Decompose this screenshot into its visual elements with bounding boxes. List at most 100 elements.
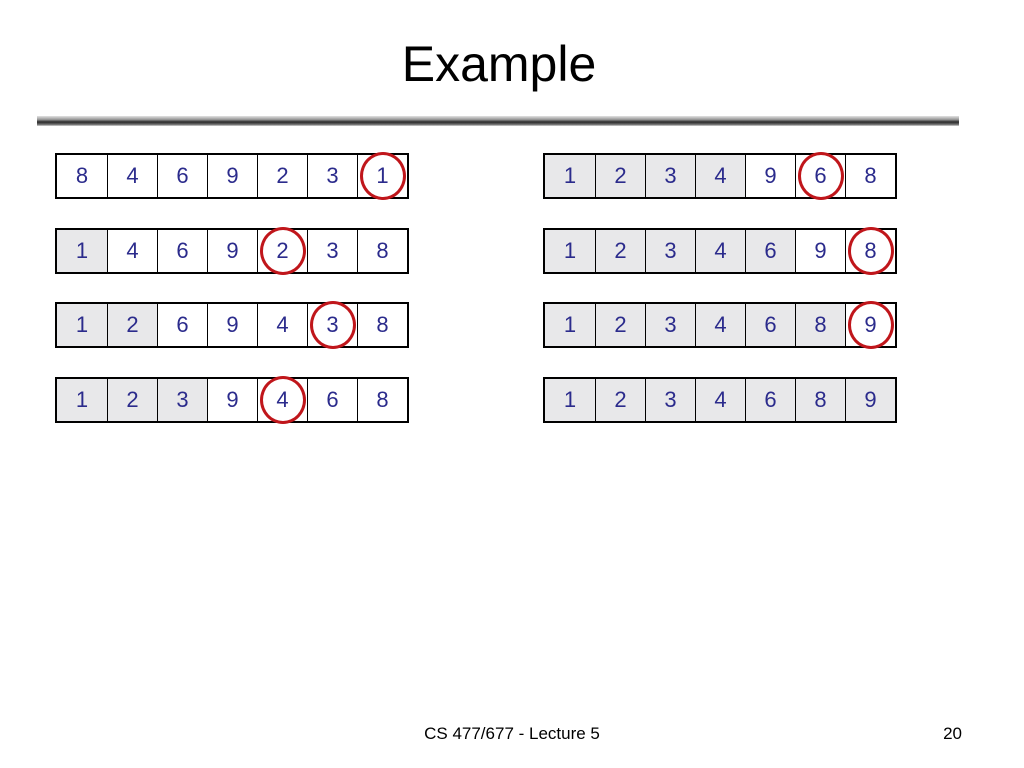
- cell-value: 8: [376, 312, 389, 337]
- cell-value: 3: [664, 387, 677, 412]
- array-cell: 8: [845, 227, 895, 275]
- cell-value: 9: [226, 387, 239, 412]
- cell-value: 1: [563, 238, 577, 263]
- array-cell: 2: [595, 155, 645, 197]
- array-cell: 8: [795, 304, 845, 346]
- cell-value: 9: [814, 238, 827, 263]
- cell-value: 4: [714, 387, 727, 412]
- highlight-circle: [359, 152, 406, 200]
- cell-value: 6: [764, 387, 777, 412]
- array-cell: 3: [645, 304, 695, 346]
- array-cell: 1: [545, 155, 595, 197]
- array-cell: 8: [357, 230, 407, 272]
- array-cell: 6: [157, 304, 207, 346]
- cell-value: 3: [326, 163, 339, 188]
- cell-value: 6: [764, 238, 777, 263]
- array-cell: 4: [107, 155, 157, 197]
- array-cell: 2: [595, 379, 645, 421]
- cell-value: 1: [75, 387, 89, 412]
- array-cell: 1: [57, 304, 107, 346]
- cell-value: 2: [614, 387, 627, 412]
- array-cell: 3: [645, 230, 695, 272]
- cell-value: 3: [664, 238, 677, 263]
- array-cell: 9: [207, 230, 257, 272]
- array-cell: 4: [695, 379, 745, 421]
- slide-title: Example: [401, 36, 597, 92]
- highlight-circle: [259, 227, 306, 275]
- footer-course-label: CS 477/677 - Lecture 5: [424, 724, 600, 743]
- cell-value: 6: [764, 312, 777, 337]
- array-cell: 3: [645, 155, 695, 197]
- cell-value: 1: [563, 312, 577, 337]
- array-cell: 8: [357, 304, 407, 346]
- footer-page-number: 20: [943, 724, 962, 743]
- array-cell: 9: [745, 155, 795, 197]
- cell-value: 2: [126, 387, 139, 412]
- highlight-circle: [309, 301, 356, 349]
- array-cell: 1: [357, 152, 407, 200]
- cell-value: 4: [714, 312, 727, 337]
- highlight-circle: [259, 376, 306, 424]
- array-cell: 9: [207, 379, 257, 421]
- cell-value: 9: [864, 387, 877, 412]
- cell-value: 8: [75, 163, 89, 188]
- cell-value: 8: [376, 387, 389, 412]
- array-cell: 6: [157, 155, 207, 197]
- cell-value: 9: [226, 238, 239, 263]
- array-cell: 6: [745, 304, 795, 346]
- array-cell: 9: [207, 155, 257, 197]
- array-cell: 1: [545, 230, 595, 272]
- cell-value: 3: [326, 238, 339, 263]
- cell-value: 8: [376, 238, 389, 263]
- array-cell: 6: [795, 152, 845, 200]
- array-cell: 4: [107, 230, 157, 272]
- cell-value: 1: [75, 238, 89, 263]
- cell-value: 6: [176, 163, 189, 188]
- array-cell: 9: [845, 301, 895, 349]
- cell-value: 4: [714, 163, 727, 188]
- cell-value: 2: [276, 163, 289, 188]
- array-cell: 2: [595, 304, 645, 346]
- cell-value: 8: [814, 312, 827, 337]
- cell-value: 3: [664, 312, 677, 337]
- array-cell: 8: [357, 379, 407, 421]
- cell-value: 2: [126, 312, 139, 337]
- array-cell: 4: [695, 230, 745, 272]
- array-cell: 2: [107, 304, 157, 346]
- array-cell: 1: [545, 304, 595, 346]
- array-cell: 6: [745, 230, 795, 272]
- cell-value: 4: [126, 238, 139, 263]
- array-cell: 1: [545, 379, 595, 421]
- title-divider: [37, 116, 959, 126]
- array-cell: 2: [595, 230, 645, 272]
- cell-value: 1: [75, 312, 89, 337]
- cell-value: 8: [864, 163, 877, 188]
- array-cell: 3: [645, 379, 695, 421]
- array-cell: 9: [795, 230, 845, 272]
- array-cell: 3: [307, 301, 357, 349]
- cell-value: 6: [176, 238, 189, 263]
- cell-value: 4: [126, 163, 139, 188]
- array-cell: 4: [257, 376, 307, 424]
- cell-value: 4: [276, 312, 289, 337]
- array-cell: 8: [845, 155, 895, 197]
- array-cell: 2: [107, 379, 157, 421]
- array-cell: 6: [745, 379, 795, 421]
- array-cell: 6: [157, 230, 207, 272]
- cell-value: 3: [176, 387, 189, 412]
- cell-value: 2: [614, 238, 627, 263]
- array-cell: 8: [795, 379, 845, 421]
- cell-value: 2: [614, 163, 627, 188]
- cell-value: 9: [226, 312, 239, 337]
- cell-value: 6: [326, 387, 339, 412]
- highlight-circle: [797, 152, 844, 200]
- cell-value: 6: [176, 312, 189, 337]
